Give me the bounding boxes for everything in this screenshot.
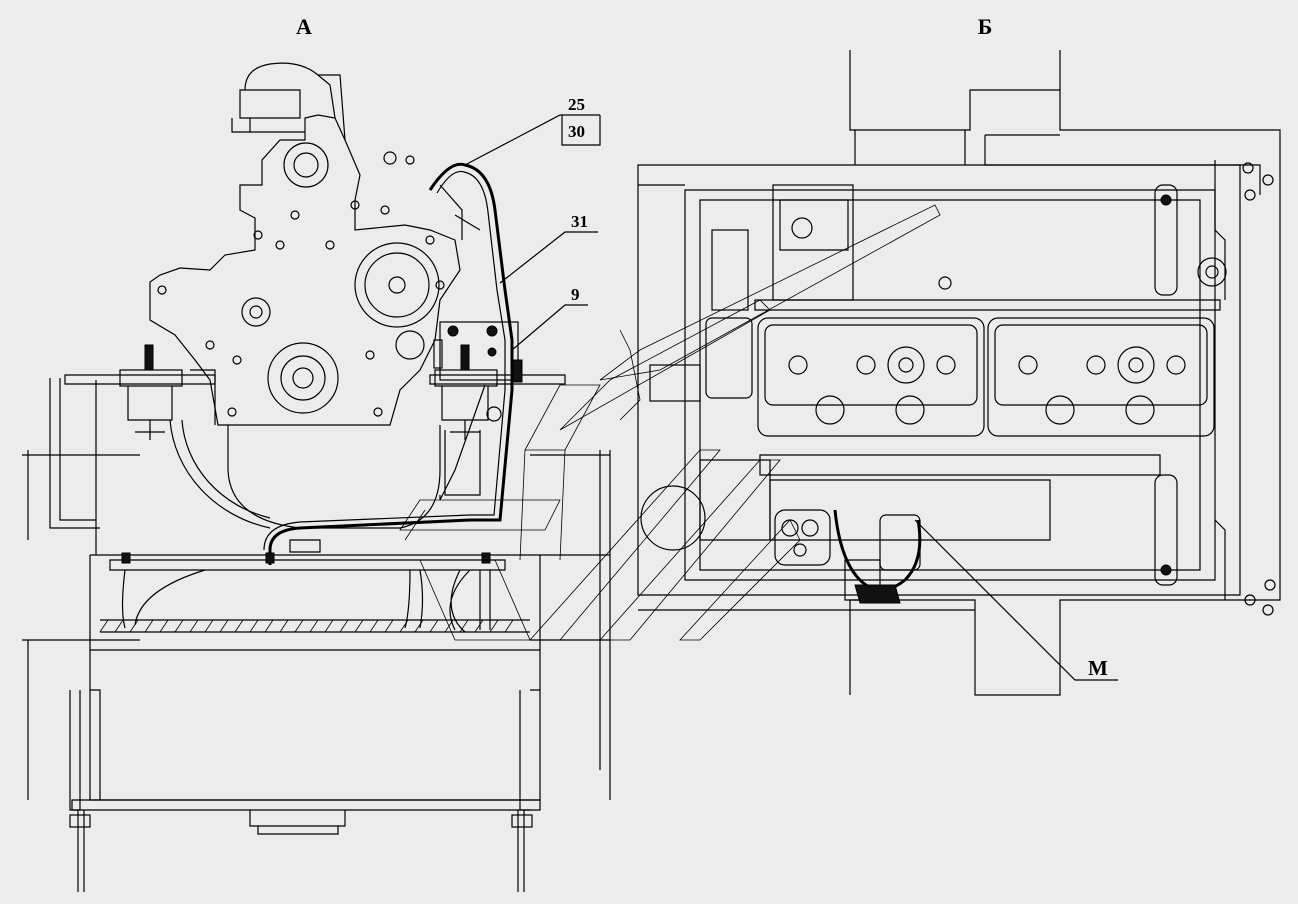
callout-9: 9 xyxy=(571,285,580,304)
fuel-pump xyxy=(774,509,922,604)
leader-25-30 xyxy=(464,114,600,166)
cylinder-head-right xyxy=(987,317,1215,437)
cylinder-head-left xyxy=(757,317,985,437)
view-b: М xyxy=(529,50,1281,696)
leader-9 xyxy=(511,304,588,351)
callout-m: М xyxy=(1088,656,1108,680)
callout-30: 30 xyxy=(568,122,585,141)
frame-bolts xyxy=(1197,162,1276,616)
view-a: 25 30 31 9 xyxy=(22,62,611,892)
callout-25: 25 xyxy=(568,95,585,114)
engine-mount-right xyxy=(429,344,566,440)
view-label-b: Б xyxy=(978,14,993,39)
leader-31 xyxy=(499,231,598,284)
leader-m xyxy=(914,519,1118,681)
callout-31: 31 xyxy=(571,212,588,231)
engine-mount-left xyxy=(64,344,216,440)
view-label-a: А xyxy=(296,14,312,39)
bracket-9 xyxy=(433,321,523,383)
fuel-hoses xyxy=(263,162,514,565)
cover-bolts xyxy=(157,151,445,417)
